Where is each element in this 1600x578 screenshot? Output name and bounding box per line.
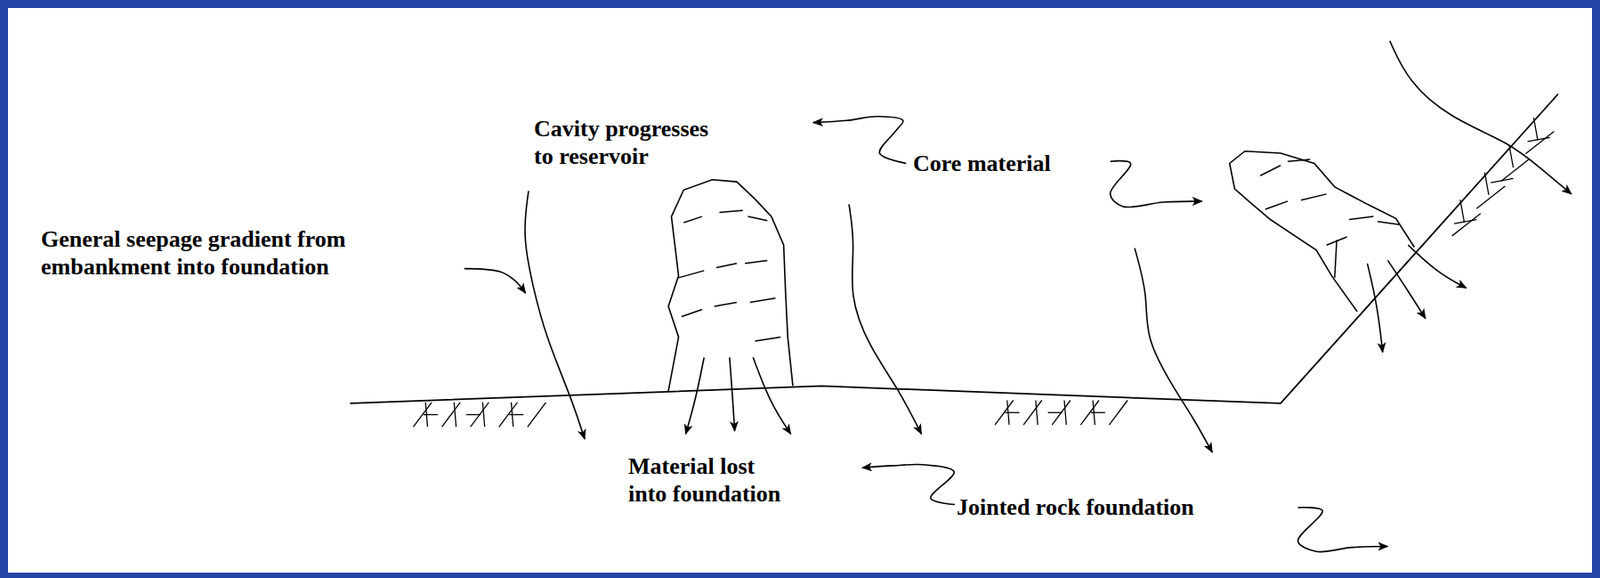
callout-label: Jointed rock foundation: [954, 492, 1198, 521]
material-loss-arrow: [1387, 259, 1425, 318]
core-dash: [744, 259, 768, 263]
leader-line: [862, 463, 955, 504]
rock-hatch: [1476, 185, 1505, 209]
cavity-outline: [1229, 151, 1415, 312]
rock-hatch: [1452, 213, 1481, 236]
rock-hatch: [1460, 199, 1465, 222]
callout-label: Core material: [911, 149, 1055, 178]
rock-hatch: [442, 402, 461, 428]
leader-line: [1298, 507, 1389, 552]
rock-hatch: [1509, 145, 1514, 168]
rock-hatch: [1484, 172, 1489, 195]
core-dash: [1301, 193, 1327, 201]
rock-hatch: [482, 402, 485, 428]
core-dash: [719, 210, 743, 212]
foundation-surface: [349, 93, 1559, 403]
core-dash: [1334, 239, 1337, 277]
rock-hatch: [423, 413, 438, 415]
seepage-arrow: [525, 190, 585, 439]
core-dash: [1287, 159, 1310, 162]
core-dash: [683, 216, 703, 223]
leader-line: [813, 116, 906, 164]
callout-label: Material lost into foundation: [626, 452, 785, 508]
rock-hatch: [1035, 400, 1038, 426]
material-loss-arrow: [729, 356, 736, 431]
core-dash: [1377, 221, 1400, 225]
leader-line: [464, 268, 526, 294]
rock-hatch: [1533, 117, 1538, 140]
rock-hatch: [1501, 158, 1530, 181]
seepage-arrow: [1134, 248, 1213, 453]
core-dash: [716, 263, 737, 268]
rock-hatch: [1048, 412, 1063, 413]
rock-hatch: [453, 402, 456, 428]
rock-hatch: [1004, 412, 1019, 413]
core-dash: [681, 308, 703, 316]
core-dash: [755, 336, 782, 341]
core-dash: [1265, 201, 1288, 210]
cavity-outline: [668, 179, 793, 391]
core-dash: [748, 216, 768, 221]
rock-hatch: [1064, 400, 1067, 426]
rock-hatch: [527, 402, 547, 428]
rock-hatch: [1527, 137, 1551, 142]
rock-hatch: [1090, 412, 1106, 413]
drawing-ground: [8, 8, 1592, 573]
core-dash: [714, 301, 737, 307]
seepage-arrow: [848, 203, 922, 434]
rock-hatch: [1023, 400, 1043, 426]
rock-hatch: [509, 413, 524, 415]
core-dash: [1260, 165, 1281, 176]
material-loss-arrow: [752, 356, 791, 434]
core-dash: [1349, 216, 1374, 219]
rock-hatch: [1525, 130, 1554, 154]
core-dash: [750, 298, 776, 303]
material-loss-arrow: [686, 356, 705, 434]
rock-hatch: [1454, 219, 1477, 225]
core-dash: [678, 270, 705, 278]
seepage-arrow: [1389, 40, 1572, 194]
leader-line: [1110, 161, 1203, 208]
rock-hatch: [1108, 400, 1128, 426]
callout-label: General seepage gradient from embankment…: [39, 225, 350, 281]
material-loss-arrow: [1367, 263, 1383, 353]
rock-hatch: [466, 413, 481, 415]
callout-label: Cavity progresses to reservoir: [532, 114, 713, 170]
material-loss-arrow: [1407, 244, 1466, 288]
